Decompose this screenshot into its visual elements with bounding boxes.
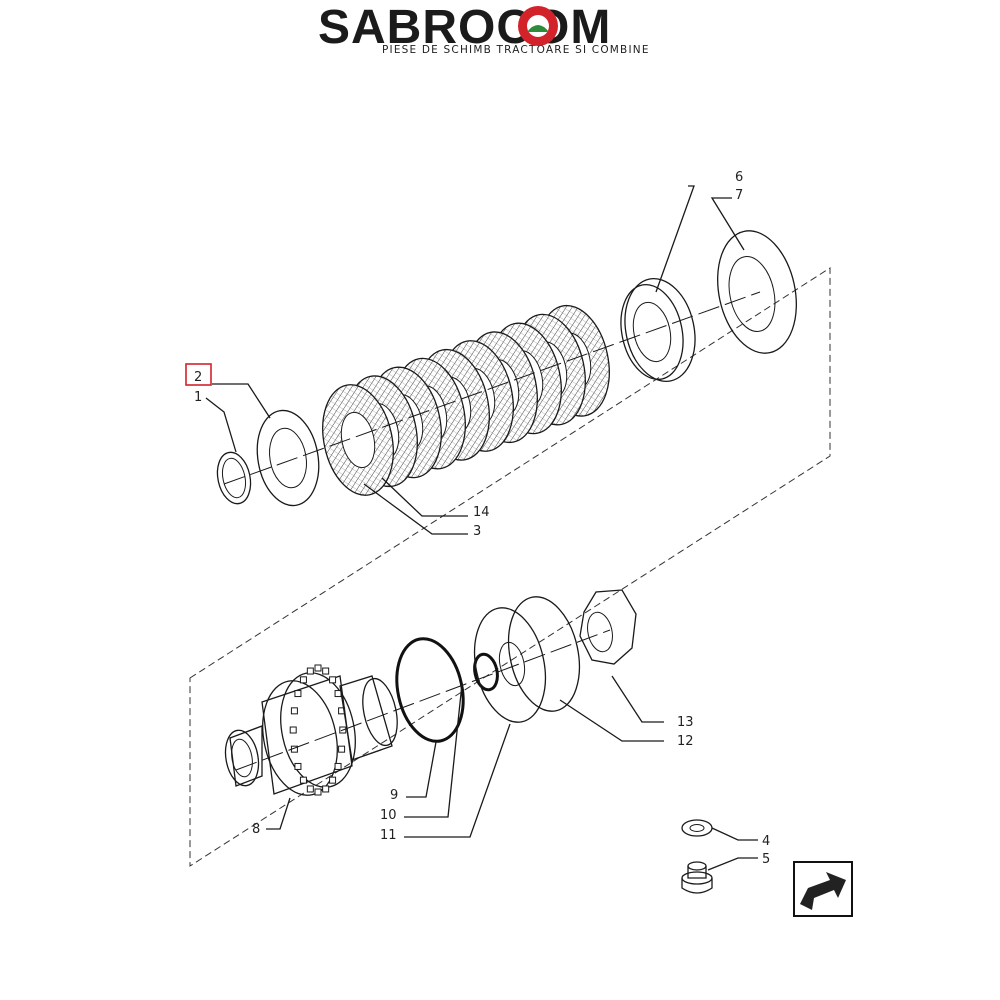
gear-tooth: [290, 707, 298, 715]
callout-13[interactable]: 13: [677, 715, 694, 730]
upper-axis-line: [223, 291, 761, 485]
gear-tooth: [299, 676, 307, 684]
gear-tooth: [334, 762, 342, 770]
brand-tagline: PIESE DE SCHIMB TRACTOARE SI COMBINE: [382, 44, 650, 56]
gear-tooth: [329, 776, 337, 784]
logo-gear-icon: [518, 6, 558, 46]
part-lock-nut: [579, 589, 637, 665]
part-clutch-disc-stack: [322, 304, 610, 496]
gear-tooth: [322, 785, 330, 793]
brand-logo: SABROCOM PIESE DE SCHIMB TRACTOARE SI CO…: [310, 0, 700, 64]
gear-tooth: [314, 664, 322, 672]
callout-9[interactable]: 9: [390, 788, 398, 803]
gear-tooth: [338, 745, 346, 753]
callout-7[interactable]: 7: [735, 188, 743, 203]
brand-name: SABROCOM: [318, 1, 612, 54]
callout-11[interactable]: 11: [380, 828, 397, 843]
part-drain-plug: [681, 861, 713, 894]
part-sealing-washer: [681, 819, 713, 837]
part-piston: [473, 596, 581, 723]
callout-6[interactable]: 6: [735, 170, 743, 185]
callout-8[interactable]: 8: [252, 822, 260, 837]
callout-12[interactable]: 12: [677, 734, 694, 749]
callout-1[interactable]: 1: [194, 390, 202, 405]
part-large-o-ring: [395, 637, 465, 743]
gear-tooth: [294, 762, 302, 770]
callout-2[interactable]: 2: [194, 370, 202, 385]
part-snap-ring: [216, 451, 252, 505]
assembly-boundary: [189, 267, 831, 867]
friction-disc: [322, 384, 394, 496]
gear-tooth: [334, 690, 342, 698]
gear-tooth: [314, 788, 322, 796]
part-gear-shaft: [224, 664, 398, 796]
callout-leader-lines: [205, 185, 758, 871]
part-large-washer: [717, 230, 797, 354]
callout-4[interactable]: 4: [762, 834, 770, 849]
lower-axis-line: [235, 629, 611, 771]
gear-tooth: [322, 667, 330, 675]
part-small-o-ring: [473, 652, 499, 692]
gear-tooth: [294, 690, 302, 698]
gear-tooth: [306, 785, 314, 793]
gear-tooth: [306, 667, 314, 675]
callout-14[interactable]: 14: [473, 505, 490, 520]
gear-tooth: [299, 776, 307, 784]
part-retainer-plate: [620, 277, 696, 383]
highlighted-callout-box: [185, 363, 212, 386]
callout-5[interactable]: 5: [762, 852, 770, 867]
arrow-next-page-icon[interactable]: [793, 861, 853, 917]
callout-10[interactable]: 10: [380, 808, 397, 823]
part-thrust-washer: [256, 409, 320, 507]
gear-tooth: [329, 676, 337, 684]
callout-3[interactable]: 3: [473, 524, 481, 539]
gear-tooth: [289, 726, 297, 734]
